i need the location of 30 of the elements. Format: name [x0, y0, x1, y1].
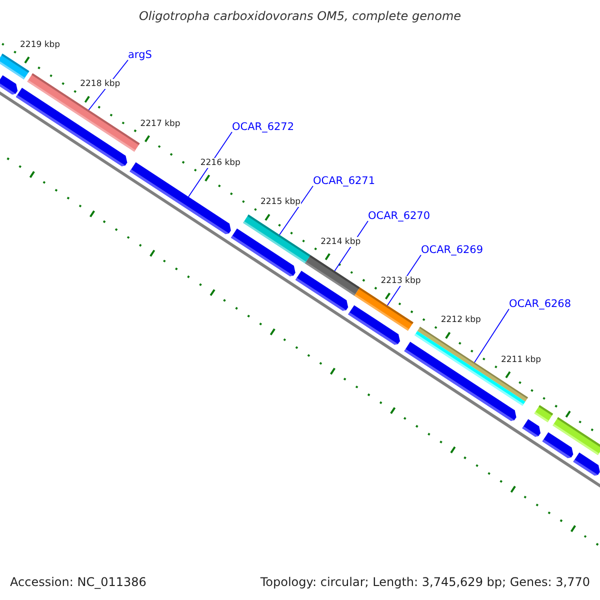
tick-label: 2215 kbp [260, 197, 301, 208]
leader-line [474, 308, 510, 363]
tick-label: 2217 kbp [140, 118, 180, 129]
feature-bar [0, 54, 30, 80]
gene-label: OCAR_6270 [368, 210, 430, 223]
feature-bar [534, 405, 554, 422]
gene-label: OCAR_6272 [232, 121, 294, 134]
tick-label: 2214 kbp [320, 236, 361, 247]
gene-block [522, 419, 540, 437]
gene-block [0, 75, 18, 94]
gene-block [348, 305, 400, 345]
gene-label: OCAR_6271 [313, 175, 376, 188]
footer-text: Topology: circular; Length: 3,745,629 bp; Genes: 3,770 [260, 575, 590, 589]
gene-block [573, 452, 600, 476]
footer-text: Accession: NC_011386 [10, 575, 146, 589]
gene-block [16, 88, 128, 166]
title: Oligotropha carboxidovorans OM5, complete genome [138, 9, 462, 23]
tick-label: 2211 kbp [500, 354, 542, 365]
gene-label: argS [128, 49, 152, 62]
gene-label: OCAR_6269 [421, 244, 484, 257]
tick-label: 2212 kbp [440, 315, 481, 326]
tick-label: 2218 kbp [80, 79, 120, 90]
tick-label: 2219 kbp [20, 40, 60, 50]
gene-label: OCAR_6268 [509, 298, 572, 311]
leader-line [279, 186, 314, 236]
gene-block [231, 228, 296, 276]
gene-block [542, 432, 574, 458]
tick-label: 2216 kbp [200, 158, 240, 168]
gene-block [295, 270, 348, 311]
tick-label: 2213 kbp [380, 276, 421, 286]
